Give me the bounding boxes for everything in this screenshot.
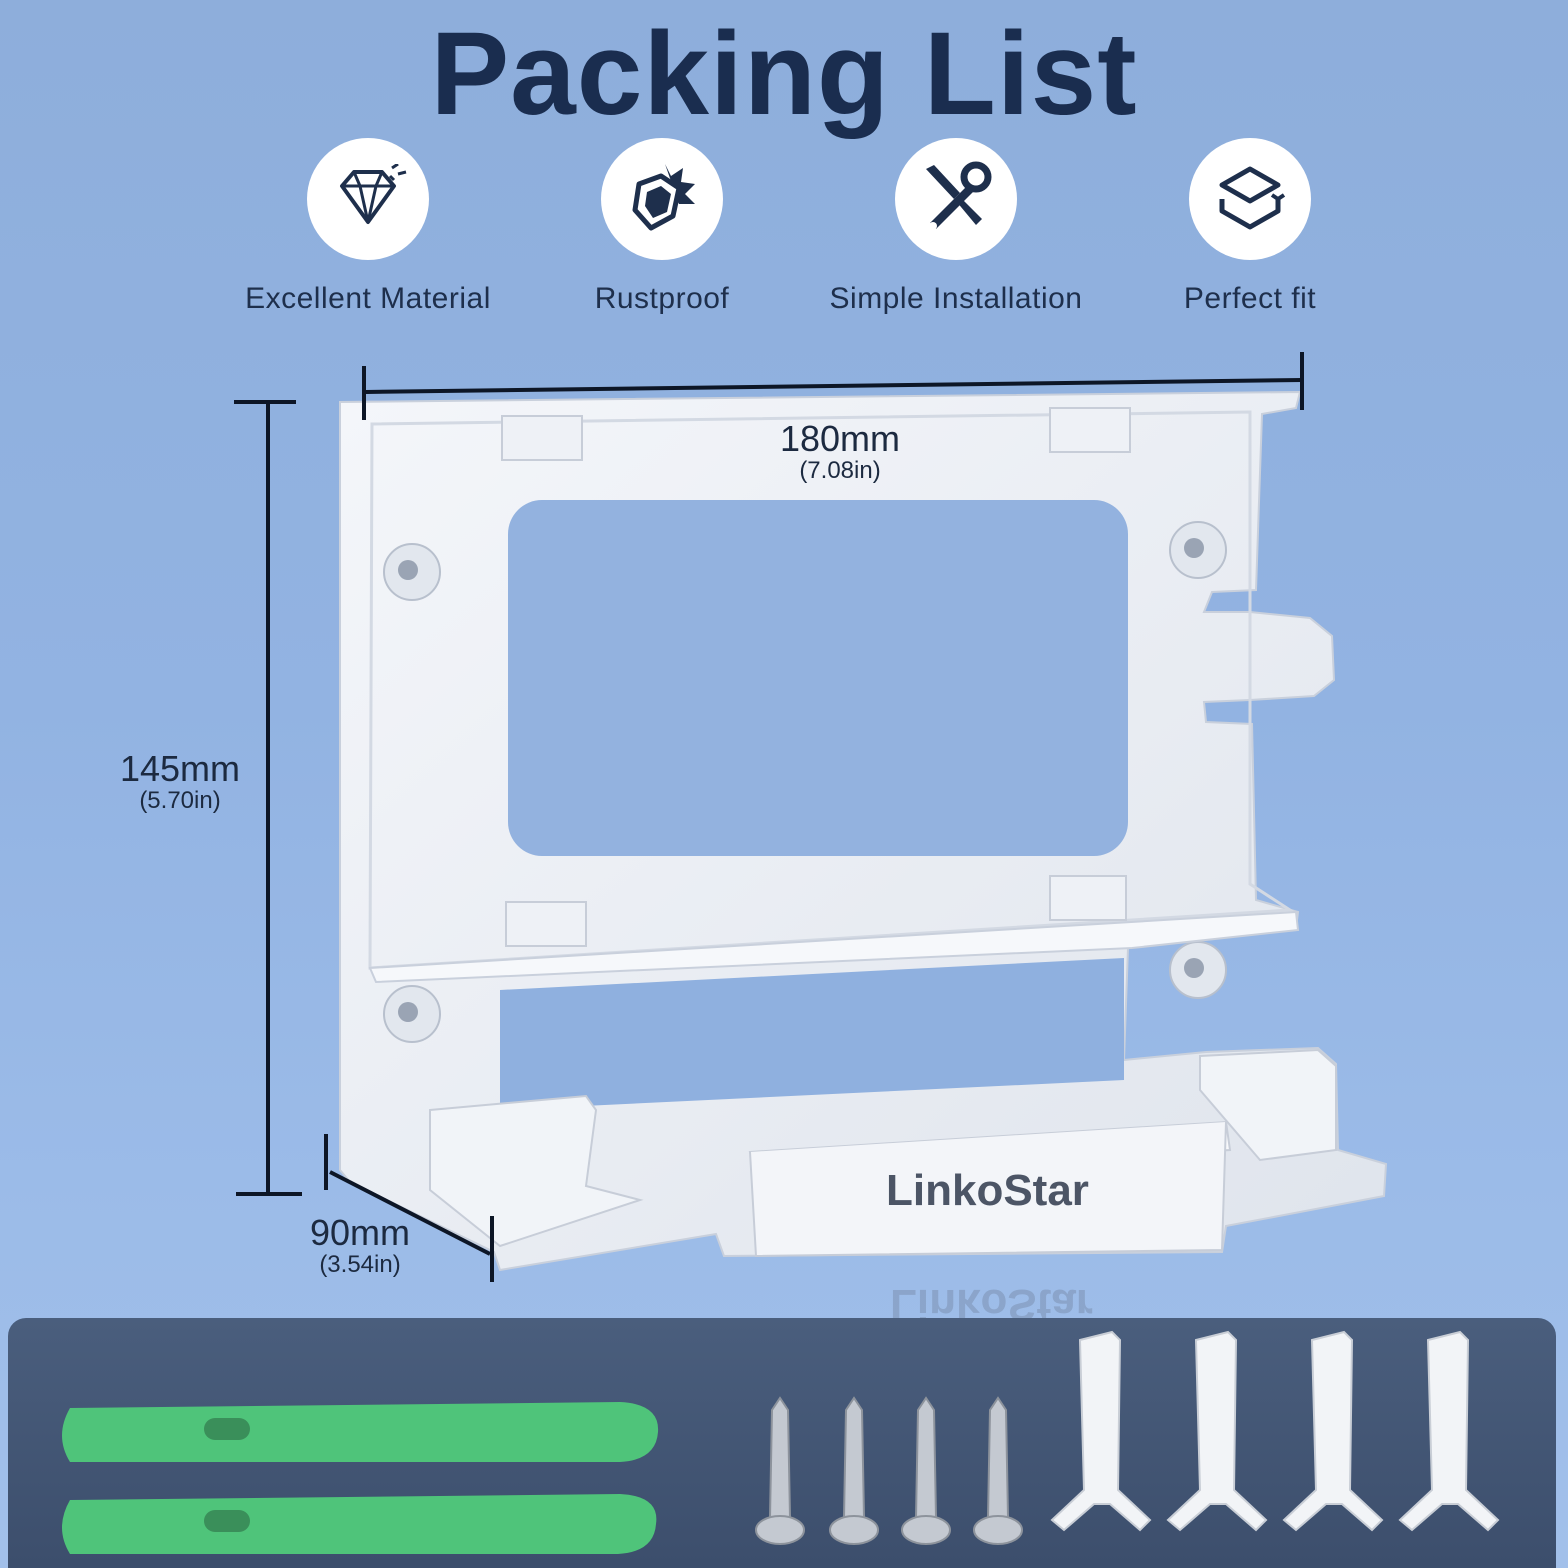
width-inch: (7.08in) <box>799 457 881 484</box>
dimension-depth: 90mm (3.54in) <box>280 1214 440 1278</box>
depth-inch: (3.54in) <box>319 1251 401 1278</box>
wall-anchor <box>1050 1330 1500 1532</box>
feature-label: Rustproof <box>594 282 730 315</box>
velcro-strap <box>62 1402 659 1462</box>
tools-icon <box>895 138 1017 260</box>
feature-label: Perfect fit <box>1183 282 1317 315</box>
width-mm: 180mm <box>779 418 901 459</box>
screw <box>755 1396 1023 1545</box>
layers-icon <box>1189 138 1311 260</box>
dimension-width: 180mm (7.08in) <box>760 420 920 484</box>
height-mm: 145mm <box>119 748 241 789</box>
height-inch: (5.70in) <box>139 787 221 814</box>
bracket-illustration: LinkoStar <box>234 352 1388 1329</box>
depth-mm: 90mm <box>309 1212 411 1253</box>
feature-excellent-material: Excellent Material <box>218 138 518 316</box>
feature-label: Excellent Material <box>245 282 491 315</box>
feature-label: Simple Installation <box>829 282 1083 315</box>
brand-logo: LinkoStar <box>886 1166 1089 1215</box>
feature-perfect-fit: Perfect fit <box>1100 138 1400 316</box>
diamond-icon <box>307 138 429 260</box>
shield-icon <box>601 138 723 260</box>
page-title: Packing List <box>430 8 1138 140</box>
velcro-strap <box>62 1494 657 1554</box>
dimension-height: 145mm (5.70in) <box>100 750 260 814</box>
feature-rustproof: Rustproof <box>512 138 812 316</box>
feature-simple-installation: Simple Installation <box>806 138 1106 316</box>
